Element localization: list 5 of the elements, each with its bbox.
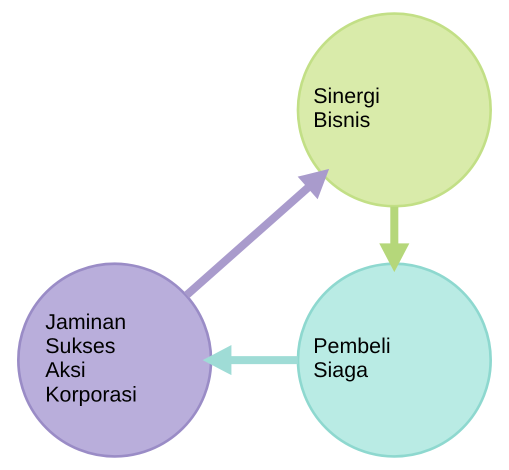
arrow <box>379 206 410 272</box>
arrow <box>184 168 330 298</box>
node-circle: Jaminan Sukses Aksi Korporasi <box>17 262 212 458</box>
arrow <box>202 345 298 376</box>
node-circle: Pembeli Siaga <box>296 262 492 458</box>
